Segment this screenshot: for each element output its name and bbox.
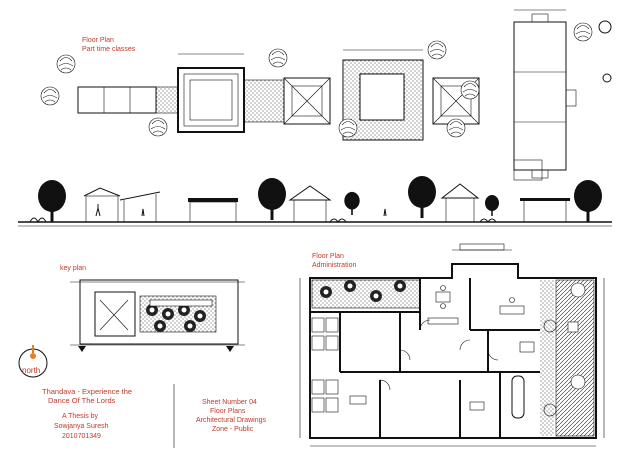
admin-plan-title-line1: Floor Plan [312,253,344,260]
administration-plan [299,243,605,447]
sheet-zone: Zone - Public [212,426,254,433]
admin-plan-title-line2: Administration [312,262,356,269]
north-label: north [22,366,40,375]
part-time-classes-plan [40,9,612,179]
project-title-line1: Thandava - Experience the [42,387,132,396]
sheet-category: Architectural Drawings [196,417,267,424]
author-line3: 2010701349 [62,433,101,440]
site-elevation [18,159,612,227]
sheet-number: Sheet Number 04 [202,399,257,406]
key-plan [70,279,245,352]
top-plan-title-line2: Part time classes [82,46,136,53]
author-line1: A Thesis by [62,413,99,420]
top-plan-title-line1: Floor Plan [82,37,114,44]
key-plan-label: key plan [60,265,86,272]
north-marker [18,345,48,378]
author-line2: Sowjanya Suresh [54,423,109,430]
sheet-subject: Floor Plans [210,408,246,415]
project-title-line2: Dance Of The Lords [48,396,116,405]
